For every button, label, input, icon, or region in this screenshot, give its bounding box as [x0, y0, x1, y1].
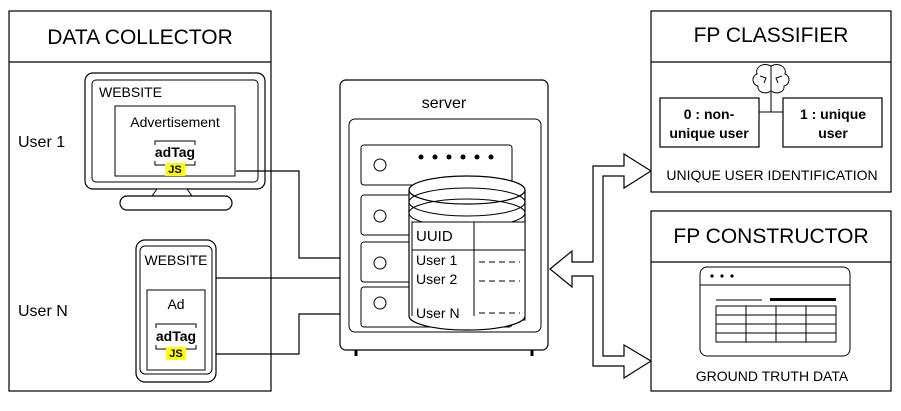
class-1-line-2: user	[818, 125, 848, 141]
class-0-line-2: unique user	[669, 125, 749, 141]
brain-icon	[752, 64, 790, 94]
desktop-adtag-label: adTag	[155, 144, 195, 160]
server-title: server	[422, 95, 467, 112]
fp-classifier-title: FP CLASSIFIER	[694, 24, 849, 47]
desktop-to-server-arrow	[236, 170, 349, 262]
desktop-advertisement-label: Advertisement	[130, 114, 220, 130]
desktop-js-badge	[165, 163, 185, 176]
mobile-ad-label: Ad	[167, 296, 184, 312]
data-collector-panel: DATA COLLECTOR User 1 User N WEBSITE Adv…	[8, 10, 272, 392]
server-led-dots	[418, 154, 494, 160]
fp-constructor-panel: FP CONSTRUCTOR GROUND TRUTH DATA	[650, 210, 892, 392]
desktop-website-label: WEBSITE	[99, 84, 162, 100]
db-row-user-1: User 1	[416, 252, 457, 268]
mobile-adtag-label: adTag	[156, 328, 196, 344]
db-row-user-n: User N	[416, 305, 460, 321]
server-unit-1	[360, 144, 513, 186]
data-collector-title: DATA COLLECTOR	[47, 26, 233, 49]
fp-constructor-title: FP CONSTRUCTOR	[673, 225, 868, 248]
mobile-js-badge	[166, 347, 186, 360]
unique-user-caption: UNIQUE USER IDENTIFICATION	[666, 167, 877, 183]
db-row-user-2: User 2	[416, 271, 457, 287]
mobile-js-label: JS	[169, 348, 182, 360]
spreadsheet-window-icon	[699, 266, 851, 357]
class-0-box	[659, 97, 760, 148]
user-1-label: User 1	[18, 134, 65, 151]
fp-classifier-panel: FP CLASSIFIER 0 : non- unique user 1 : u…	[650, 10, 892, 193]
desktop-js-label: JS	[168, 164, 181, 176]
ground-truth-caption: GROUND TRUTH DATA	[696, 368, 849, 384]
mobile-ad-box	[146, 289, 206, 371]
user-n-label: User N	[18, 303, 68, 320]
database-cylinder	[408, 175, 526, 331]
mobile-tag-to-server-arrow	[216, 310, 349, 355]
db-header-uuid: UUID	[416, 228, 453, 245]
bidirectional-flow-arrows	[549, 152, 653, 380]
desktop-adtag-bracket	[154, 140, 196, 145]
fork-arrow-shape	[549, 152, 653, 380]
class-0-line-1: 0 : non-	[684, 106, 735, 122]
class-1-line-1: 1 : unique	[800, 106, 866, 122]
mobile-website-label: WEBSITE	[144, 252, 207, 268]
class-1-box	[782, 97, 883, 148]
